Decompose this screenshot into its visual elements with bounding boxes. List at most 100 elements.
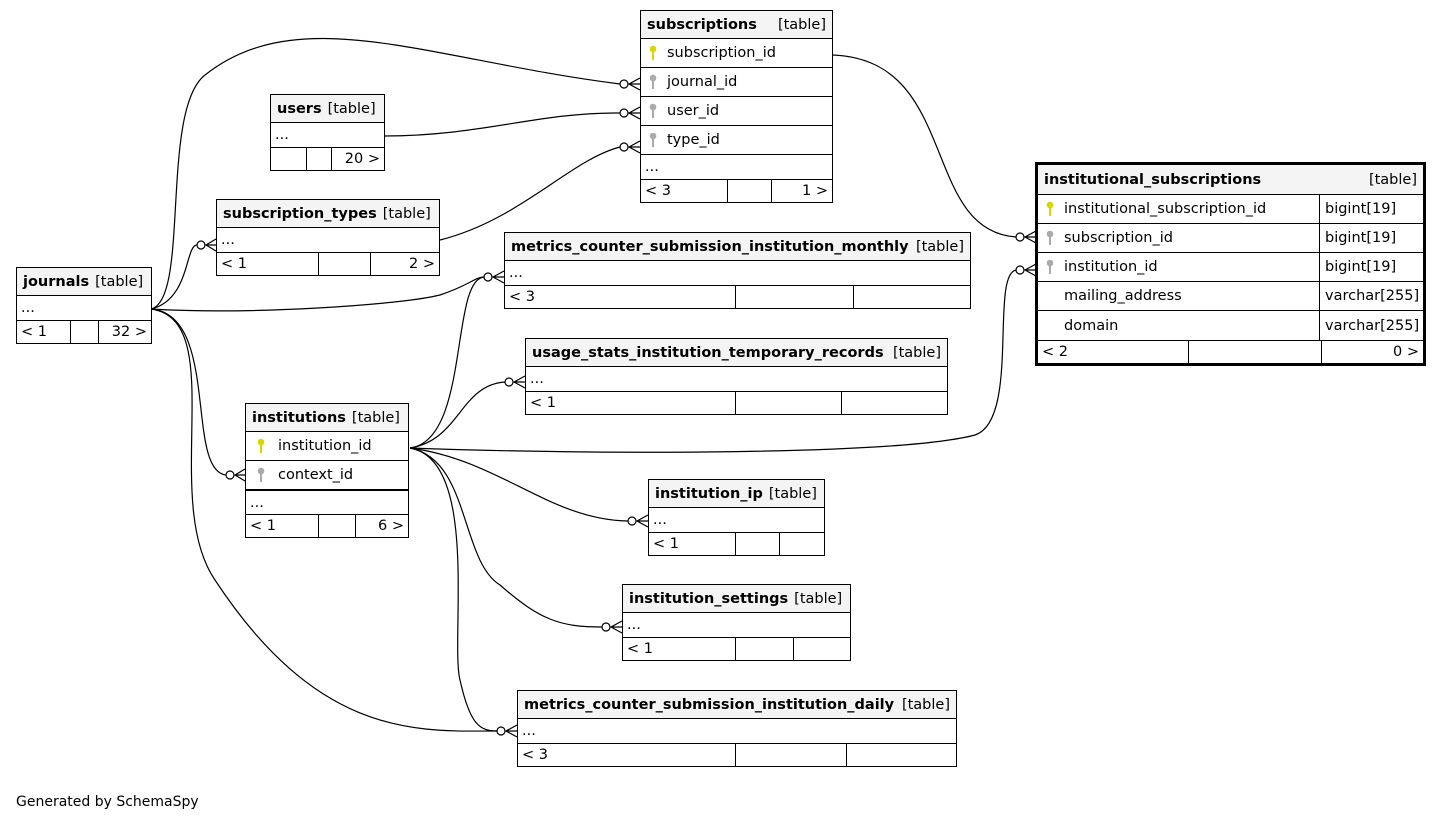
footer-cell bbox=[318, 515, 355, 537]
parents-count: < 1 bbox=[653, 536, 679, 552]
footer-cell bbox=[846, 744, 956, 766]
table-kind: [table] bbox=[1368, 171, 1417, 188]
table-footer: < 2 0 > bbox=[1038, 340, 1423, 363]
primary-key-icon bbox=[246, 438, 276, 454]
footer-cell bbox=[735, 392, 841, 414]
more-columns: ... bbox=[246, 490, 408, 514]
table-users[interactable]: users[table] ... 20 > bbox=[270, 94, 385, 171]
column-name: institution_id bbox=[278, 438, 372, 454]
column-row[interactable]: institution_id bbox=[246, 432, 408, 461]
column-row[interactable]: institution_id bigint[19] bbox=[1038, 253, 1423, 282]
table-institution-settings[interactable]: institution_settings[table] ... < 1 bbox=[622, 584, 851, 661]
table-footer: < 1 bbox=[649, 532, 824, 555]
parents-count: < 3 bbox=[522, 747, 548, 763]
table-institution-ip[interactable]: institution_ip[table] ... < 1 bbox=[648, 479, 825, 556]
footer-cell bbox=[735, 286, 853, 308]
edge-journals-metrics-monthly bbox=[150, 276, 485, 312]
parents-count: < 1 bbox=[221, 256, 247, 272]
table-footer: < 3 bbox=[518, 743, 956, 766]
table-header: institution_settings[table] bbox=[623, 585, 850, 613]
more-columns: ... bbox=[221, 232, 235, 248]
more-columns: ... bbox=[275, 127, 289, 143]
parents-count: < 1 bbox=[21, 324, 47, 340]
column-row[interactable]: domain varchar[255] bbox=[1038, 311, 1423, 340]
edge-institutions-institution-ip bbox=[409, 447, 629, 522]
parents-count: < 3 bbox=[509, 289, 535, 305]
foreign-key-icon bbox=[641, 103, 665, 119]
footer-cell bbox=[727, 180, 771, 202]
column-name: institutional_subscription_id bbox=[1064, 201, 1267, 217]
column-type: bigint[19] bbox=[1319, 195, 1423, 223]
table-kind: [table] bbox=[901, 696, 950, 713]
column-row[interactable]: mailing_address varchar[255] bbox=[1038, 282, 1423, 311]
table-institutional-subscriptions[interactable]: institutional_subscriptions [table] inst… bbox=[1035, 162, 1426, 366]
edge-institutions-usage-stats bbox=[409, 381, 506, 449]
edge-journals-institutions bbox=[150, 308, 227, 476]
table-header: journals[table] bbox=[17, 268, 151, 296]
footer-cell bbox=[735, 533, 779, 555]
column-type: varchar[255] bbox=[1319, 282, 1423, 310]
table-name: users bbox=[277, 100, 322, 117]
table-header: institutional_subscriptions [table] bbox=[1038, 165, 1423, 195]
parents-count: < 3 bbox=[645, 183, 671, 199]
more-columns: ... bbox=[627, 617, 641, 633]
more-columns: ... bbox=[509, 265, 523, 281]
column-row[interactable]: journal_id bbox=[641, 68, 832, 97]
table-usage-stats[interactable]: usage_stats_institution_temporary_record… bbox=[525, 338, 948, 415]
table-kind: [table] bbox=[794, 590, 843, 607]
column-row[interactable]: subscription_id bigint[19] bbox=[1038, 224, 1423, 253]
generated-by-label: Generated by SchemaSpy bbox=[16, 794, 199, 810]
table-header: usage_stats_institution_temporary_record… bbox=[526, 339, 947, 367]
foreign-key-icon bbox=[641, 74, 665, 90]
edge-subtypes-subscriptions bbox=[439, 146, 621, 241]
children-count: 6 > bbox=[355, 515, 408, 537]
column-row[interactable]: user_id bbox=[641, 97, 832, 126]
table-metrics-monthly[interactable]: metrics_counter_submission_institution_m… bbox=[504, 232, 971, 309]
parents-count: < 1 bbox=[530, 395, 556, 411]
table-metrics-daily[interactable]: metrics_counter_submission_institution_d… bbox=[517, 690, 957, 767]
table-header: institutions[table] bbox=[246, 404, 408, 432]
column-row[interactable]: context_id bbox=[246, 461, 408, 490]
footer-cell bbox=[735, 638, 793, 660]
edge-institutions-metrics-monthly bbox=[409, 276, 485, 449]
column-row[interactable]: institutional_subscription_id bigint[19] bbox=[1038, 195, 1423, 224]
children-count: 1 > bbox=[771, 180, 832, 202]
more-columns: ... bbox=[522, 723, 536, 739]
column-name: subscription_id bbox=[667, 45, 776, 61]
table-footer: < 3 bbox=[505, 285, 970, 308]
more-columns: ... bbox=[653, 512, 667, 528]
table-name: journals bbox=[23, 273, 90, 290]
footer-cell bbox=[70, 321, 98, 343]
table-name: subscription_types bbox=[223, 205, 377, 222]
table-name: usage_stats_institution_temporary_record… bbox=[532, 344, 884, 361]
table-kind: [table] bbox=[915, 238, 964, 255]
column-row[interactable]: type_id bbox=[641, 126, 832, 155]
children-count: 0 > bbox=[1321, 341, 1423, 363]
column-row[interactable]: subscription_id bbox=[641, 39, 832, 68]
footer-cell bbox=[735, 744, 846, 766]
more-columns: ... bbox=[21, 300, 35, 316]
table-header: metrics_counter_submission_institution_m… bbox=[505, 233, 970, 261]
edge-subscriptions-inst-subs bbox=[832, 54, 1017, 238]
table-name: institutional_subscriptions bbox=[1044, 171, 1262, 188]
table-name: subscriptions bbox=[647, 16, 757, 33]
table-journals[interactable]: journals[table] ... < 1 32 > bbox=[16, 267, 152, 344]
table-footer: < 1 6 > bbox=[246, 514, 408, 537]
table-subscription-types[interactable]: subscription_types[table] ... < 1 2 > bbox=[216, 199, 440, 276]
column-name: domain bbox=[1064, 317, 1119, 334]
children-count: 2 > bbox=[370, 253, 439, 275]
table-name: metrics_counter_submission_institution_m… bbox=[511, 238, 909, 255]
table-name: metrics_counter_submission_institution_d… bbox=[524, 696, 895, 713]
table-kind: [table] bbox=[768, 485, 817, 502]
footer-cell bbox=[841, 392, 947, 414]
table-footer: < 1 bbox=[623, 637, 850, 660]
table-kind: [table] bbox=[892, 344, 941, 361]
footer-cell bbox=[1188, 341, 1321, 363]
table-subscriptions[interactable]: subscriptions [table] subscription_id jo… bbox=[640, 10, 833, 203]
edge-journals-subscriptions bbox=[150, 37, 621, 310]
table-footer: < 1 32 > bbox=[17, 320, 151, 343]
table-institutions[interactable]: institutions[table] institution_id conte… bbox=[245, 403, 409, 538]
column-name: journal_id bbox=[667, 74, 738, 90]
column-name: subscription_id bbox=[1064, 230, 1173, 246]
parents-count: < 2 bbox=[1042, 344, 1068, 360]
